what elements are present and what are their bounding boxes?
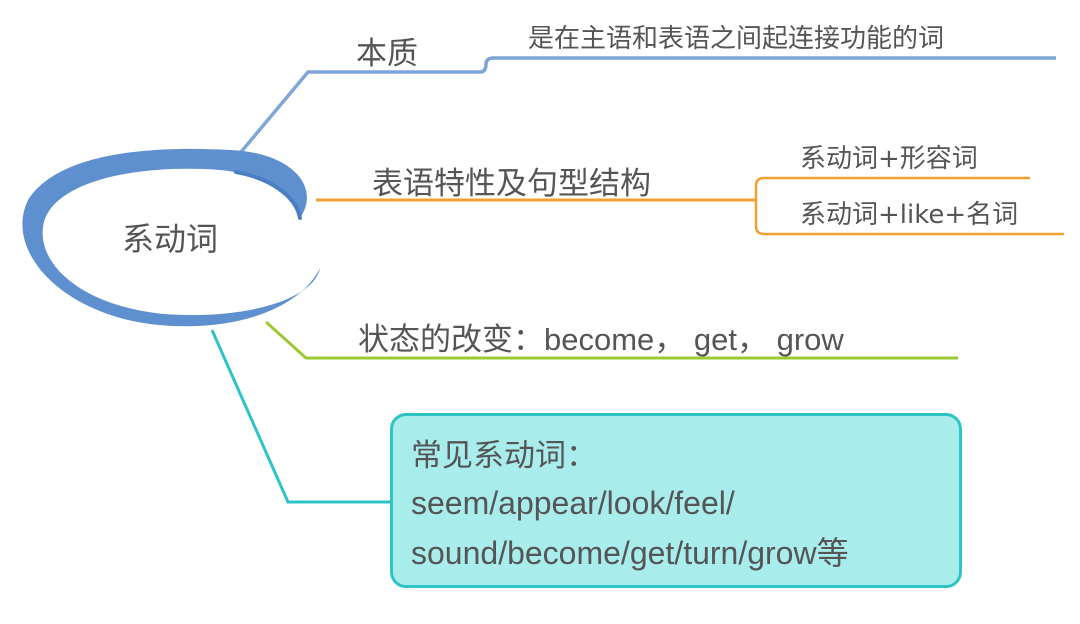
common-verbs-title: 常见系动词： <box>411 438 597 474</box>
central-ring-highlight <box>234 170 302 220</box>
branch-change-label: 状态的改变：become， get， grow <box>358 314 844 359</box>
central-topic: 系动词 <box>122 220 219 258</box>
common-verbs-line-2: sound/become/get/turn/grow等 <box>411 535 849 571</box>
change-words: become， get， grow <box>544 322 844 357</box>
branch-structure-label: 表语特性及句型结构 <box>372 166 651 202</box>
branch-line-structure-sub2 <box>754 200 1064 236</box>
change-prefix: 状态的改变： <box>358 322 544 358</box>
branch-essence-label: 本质 <box>356 36 418 72</box>
branch-line-change <box>264 320 958 360</box>
common-verbs-line-1: seem/appear/look/feel/ <box>411 485 735 521</box>
branch-line-essence <box>234 56 1056 160</box>
branch-essence-detail: 是在主语和表语之间起连接功能的词 <box>528 24 945 54</box>
structure-item-adjective: 系动词+形容词 <box>800 144 978 174</box>
branch-line-structure-sub1 <box>754 176 1030 200</box>
common-verbs-box: 常见系动词： seem/appear/look/feel/ sound/beco… <box>390 413 962 588</box>
branch-line-common <box>210 329 392 504</box>
structure-item-like-noun: 系动词+like+名词 <box>800 200 1019 230</box>
